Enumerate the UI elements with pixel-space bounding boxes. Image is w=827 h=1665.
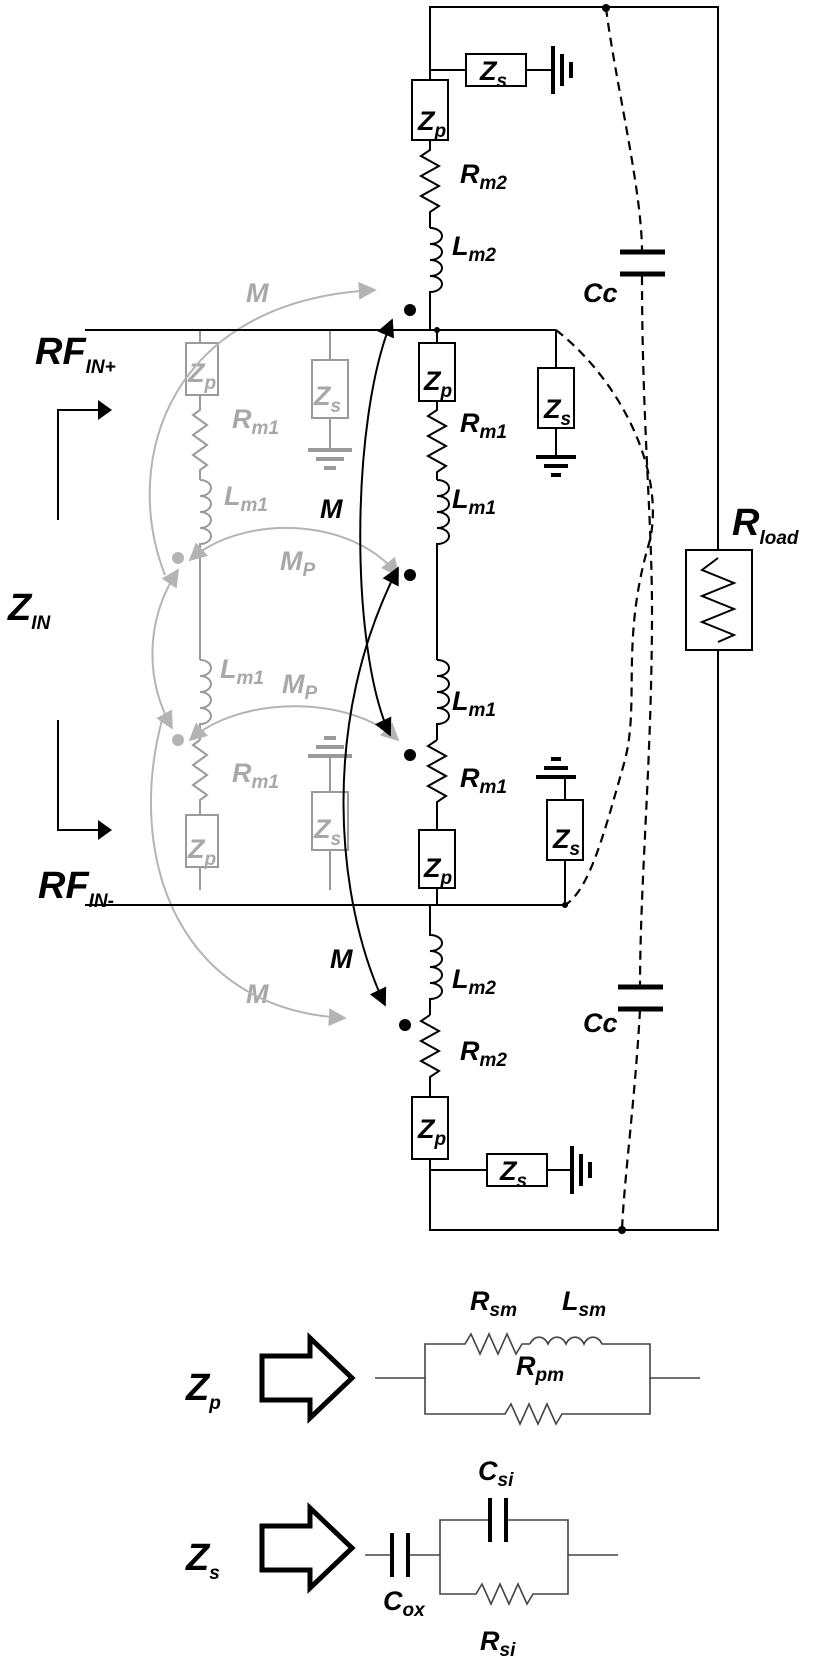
ghost-zp-bottom-label: Zp	[187, 834, 216, 870]
ghost-m-bottom-label: M	[246, 979, 269, 1009]
m-bottom-label: M	[330, 944, 353, 974]
zp-model-label: Zp	[185, 1367, 221, 1414]
lsm-label: Lsm	[562, 1286, 606, 1321]
mp-bottom-label: MP	[282, 669, 318, 704]
secondary-winding	[85, 7, 592, 1194]
right-arrow-icon	[259, 1502, 356, 1594]
ghost-lm1-bottom-label: Lm1	[220, 654, 264, 689]
zp-model: Zp Rsm Lsm Rpm	[185, 1286, 700, 1426]
rf-in-plus-label: RFIN+	[35, 331, 116, 378]
lm2-bottom-label: Lm2	[452, 964, 496, 999]
zs-model-label: Zs	[185, 1537, 220, 1584]
cc-dashed-paths	[555, 7, 665, 1231]
ghost-rm1-top-label: Rm1	[232, 404, 279, 439]
m-mid-label: M	[320, 494, 343, 524]
rm2-top-label: Rm2	[460, 159, 507, 194]
rm1-bottom-label: Rm1	[460, 763, 507, 798]
zin-arrows	[57, 400, 112, 840]
rpm-label: Rpm	[516, 1351, 564, 1386]
zs-label-right-bottom: Zs	[552, 824, 580, 860]
ghost-lm1-top-label: Lm1	[224, 481, 268, 516]
cc-top-label: Cc	[583, 278, 618, 308]
rsm-label: Rsm	[470, 1286, 517, 1321]
rm2-bottom-label: Rm2	[460, 1036, 507, 1071]
ghost-rm1-bottom-label: Rm1	[232, 758, 279, 793]
cc-bottom-label: Cc	[583, 1008, 618, 1038]
rm1-top-label: Rm1	[460, 408, 507, 443]
zp-label-4: Zp	[417, 1114, 446, 1150]
cox-label: Cox	[383, 1586, 426, 1621]
zs-label-right-top: Zs	[543, 394, 571, 430]
ghost-primary-winding	[172, 330, 352, 890]
zs-right-top	[536, 330, 576, 477]
ghost-coupling-arrows	[148, 281, 400, 1027]
ghost-zs-top-label: Zs	[313, 381, 341, 417]
lm2-top-label: Lm2	[452, 231, 496, 266]
load-loop	[429, 4, 753, 1234]
r-load-label: Rload	[732, 502, 799, 549]
rsi-label: Rsi	[480, 1626, 516, 1661]
zs-label-top: Zs	[479, 56, 507, 92]
zs-model: Zs Csi Cox Rsi	[185, 1456, 618, 1661]
ghost-zs-bottom-label: Zs	[313, 814, 341, 850]
z-in-label: ZIN	[7, 587, 51, 634]
rf-in-minus-label: RFIN-	[38, 865, 114, 912]
m-coupling-arrows	[342, 318, 399, 1007]
lm1-top-label: Lm1	[452, 484, 496, 519]
circuit-labels: Zp Zs Rm2 Lm2 Cc RFIN+ Zp Zs Rm1 Lm1 M R…	[7, 56, 799, 1192]
csi-label: Csi	[478, 1456, 514, 1491]
ghost-m-top-label: M	[246, 278, 269, 308]
zp-label-2: Zp	[423, 366, 452, 402]
ghost-zp-top-label: Zp	[187, 358, 216, 394]
mp-top-label: MP	[280, 546, 316, 581]
zp-label-1: Zp	[417, 106, 446, 142]
zs-label-bottom: Zs	[499, 1156, 527, 1192]
right-arrow-icon	[259, 1332, 356, 1424]
zp-label-3: Zp	[423, 853, 452, 889]
ghost-primary-labels: Zp Zs Rm1 Lm1 Lm1 Rm1 Zs Zp M MP MP M	[187, 278, 341, 1009]
lm1-bottom-label: Lm1	[452, 686, 496, 721]
zs-right-bottom	[536, 757, 584, 905]
